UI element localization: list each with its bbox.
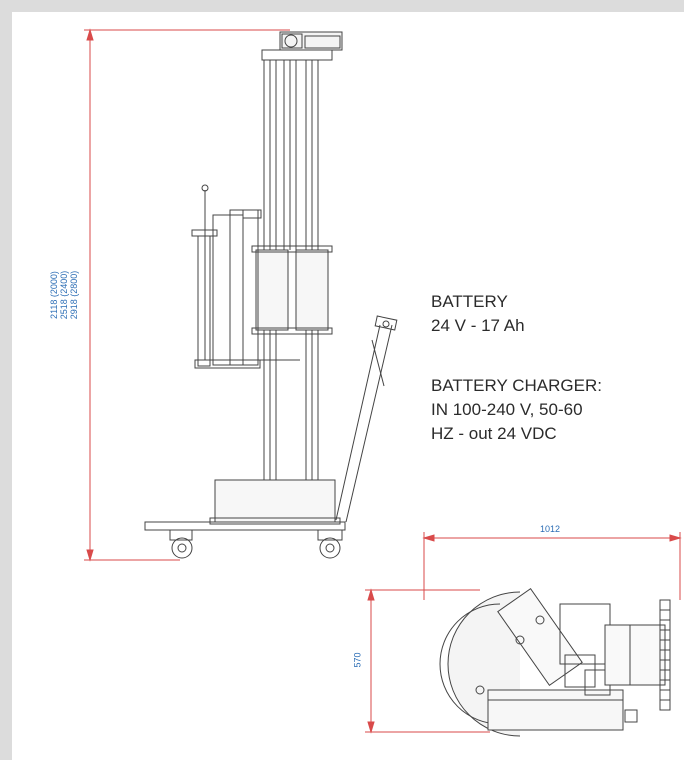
battery-title: BATTERY [431, 292, 508, 311]
carriage-boxes [251, 245, 333, 335]
height-dim-1: 2118 (2000) [49, 271, 59, 319]
film-reel-arm [191, 184, 300, 369]
width-dimension-label: 1012 [540, 524, 561, 534]
frame-border-top [0, 0, 684, 12]
charger-title: BATTERY CHARGER: [431, 376, 602, 395]
height-dimension-labels: 2118 (2000) 2518 (2400) 2918 (2800) [49, 245, 79, 345]
battery-spec: 24 V - 17 Ah [431, 316, 525, 335]
frame-border-left [0, 0, 12, 760]
tow-handle [335, 315, 398, 523]
top-view-width-dimension [422, 532, 682, 600]
charger-output-spec: HZ - out 24 VDC [431, 424, 557, 443]
depth-dimension-label: 570 [352, 652, 363, 668]
height-dimension-line [84, 28, 290, 562]
height-dim-3: 2918 (2800) [69, 270, 79, 320]
height-dim-2: 2518 (2400) [59, 270, 69, 320]
base-chassis [144, 479, 346, 559]
charger-input-spec: IN 100-240 V, 50-60 [431, 400, 583, 419]
top-view-drawing [439, 587, 671, 737]
motor-head [261, 31, 343, 61]
top-view-depth-dimension [365, 588, 490, 734]
